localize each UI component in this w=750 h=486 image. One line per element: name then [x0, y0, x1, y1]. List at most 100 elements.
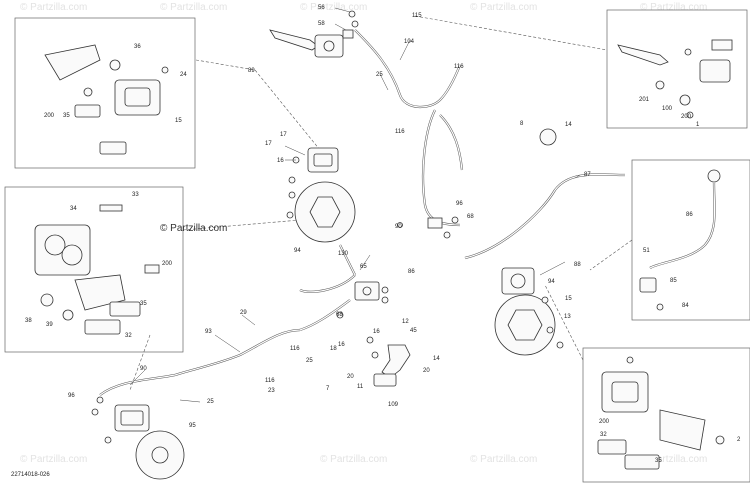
callout-number: 35: [63, 113, 70, 119]
callout-number: 25: [207, 399, 214, 405]
watermark-text: © Partzilla.com: [20, 2, 87, 13]
callout-number: 15: [175, 118, 182, 124]
callout-number: 85: [670, 278, 677, 284]
dashed-leader: [182, 219, 301, 231]
callout-number: 24: [180, 72, 187, 78]
callout-number: 88: [574, 262, 581, 268]
callout-number: 16: [277, 158, 284, 164]
callout-number: 86: [408, 269, 415, 275]
inset-box-master-cylinder: [606, 9, 748, 129]
callout-number: 104: [404, 39, 415, 45]
callout-number: 14: [565, 122, 572, 128]
watermark-text: © Partzilla.com: [640, 2, 707, 13]
callout-number: 130: [338, 251, 349, 257]
watermark-text: © Partzilla.com: [470, 2, 537, 13]
callout-number: 116: [395, 129, 405, 135]
inset-rear-caliper-parts: [597, 356, 725, 470]
callout-number: 33: [132, 192, 139, 198]
brake-hoses: [99, 29, 626, 396]
callout-number: 65: [360, 264, 367, 270]
callout-number: 96: [456, 201, 463, 207]
watermark-text: © Partzilla.com: [470, 454, 537, 465]
proportioning-valve: [336, 281, 389, 319]
callout-number: 7: [326, 386, 330, 392]
callout-number: 86: [686, 212, 693, 218]
callout-number: 34: [70, 206, 77, 212]
inset-master-cylinder-parts: [617, 39, 733, 119]
callout-number: 32: [600, 432, 607, 438]
callout-number: 200: [44, 113, 55, 119]
inset-front-caliper-parts: [44, 44, 169, 155]
callout-number: 68: [336, 312, 343, 318]
callout-number: 38: [25, 318, 32, 324]
callout-number: 35: [655, 458, 662, 464]
inset-box-front-caliper: [14, 17, 196, 169]
watermark-text: © Partzilla.com: [300, 2, 367, 13]
callout-number: 68: [467, 214, 474, 220]
callout-number: 93: [205, 329, 212, 335]
brake-pedal: [366, 336, 411, 387]
callout-number: 11: [357, 384, 364, 390]
inset-box-rear-master: [631, 159, 750, 321]
inset-box-caliper-detail: [4, 186, 184, 353]
callout-number: 95: [189, 423, 196, 429]
inset-box-rear-caliper: [582, 347, 750, 483]
callout-number: 90: [140, 366, 147, 372]
callout-number: 109: [388, 402, 399, 408]
callout-number: 25: [376, 72, 383, 78]
watermark-text: © Partzilla.com: [640, 454, 707, 465]
callout-number: 25: [306, 358, 313, 364]
callout-number: 90: [395, 224, 402, 230]
callout-number: 58: [318, 21, 325, 27]
dashed-leader: [195, 59, 321, 151]
callout-number: 36: [134, 44, 141, 50]
callout-number: 15: [565, 296, 572, 302]
inset-caliper-detail-parts: [34, 204, 160, 335]
callout-number: 45: [410, 328, 417, 334]
callout-number: 17: [280, 132, 287, 138]
callout-number: 51: [643, 248, 650, 254]
callout-number: 16: [338, 342, 345, 348]
callout-number: 200: [162, 261, 173, 267]
callout-number: 116: [290, 346, 300, 352]
hose-junction: [397, 216, 459, 239]
watermark-text: © Partzilla.com: [20, 454, 87, 465]
callout-number: 12: [402, 319, 409, 325]
front-master-cylinder: [269, 10, 359, 58]
callout-number: 116: [454, 64, 464, 70]
callout-number: 20: [423, 368, 430, 374]
watermark-text: © Partzilla.com: [320, 454, 387, 465]
callout-number: 200: [681, 114, 692, 120]
callout-number: 29: [240, 310, 247, 316]
callout-number: 32: [125, 333, 132, 339]
rear-master-cylinder: [501, 128, 557, 295]
callout-leaders: [129, 7, 581, 403]
dashed-leader: [544, 284, 584, 361]
callout-number: 100: [662, 106, 673, 112]
callout-number: 23: [268, 388, 275, 394]
rear-left-disc: [135, 430, 185, 480]
callout-number: 84: [682, 303, 689, 309]
watermark-text: © Partzilla.com: [160, 2, 227, 13]
callout-numbers: 56 58 115 104 25 116 116 89 17 17 16 94 …: [68, 5, 591, 429]
callout-number: 18: [330, 346, 337, 352]
callout-number: 16: [373, 329, 380, 335]
callout-number: 116: [265, 378, 275, 384]
callout-number: 39: [46, 322, 53, 328]
watermark-main: © Partzilla.com: [160, 223, 227, 234]
callout-number: 14: [433, 356, 440, 362]
callout-number: 56: [318, 5, 325, 11]
callout-number: 20: [347, 374, 354, 380]
watermark-layer: © Partzilla.com © Partzilla.com © Partzi…: [20, 2, 707, 465]
callout-number: 87: [584, 172, 591, 178]
callout-number: 94: [548, 279, 555, 285]
callout-number: 96: [68, 393, 75, 399]
callout-number: 17: [265, 141, 272, 147]
diagram-code: 22714018-026: [11, 472, 50, 478]
inset-rear-master-parts: [639, 169, 721, 311]
front-brake-disc: [294, 181, 356, 243]
callout-number: 13: [564, 314, 571, 320]
callout-number: 8: [520, 121, 524, 127]
rear-left-caliper: [91, 396, 150, 444]
